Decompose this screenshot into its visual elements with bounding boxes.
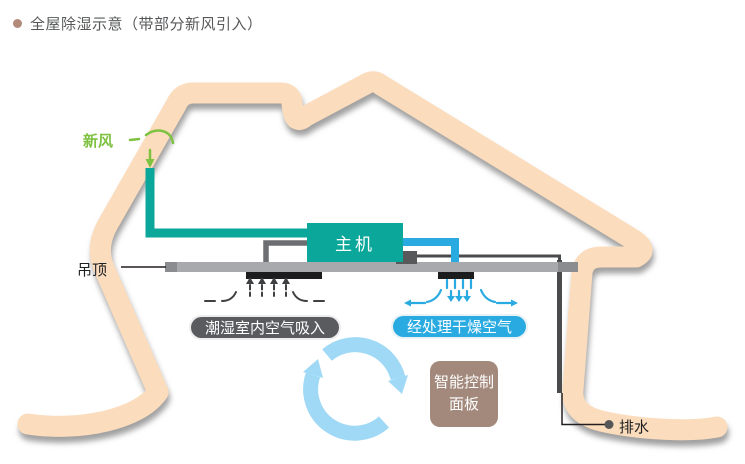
dry-air-pill: 经处理干燥空气	[391, 314, 528, 339]
humid-intake-label: 潮湿室内空气吸入	[204, 320, 325, 337]
intake-airflow-icon	[204, 277, 325, 302]
drain-leader-line	[561, 393, 605, 426]
main-unit-label: 主机	[335, 235, 375, 254]
supply-duct	[403, 238, 459, 271]
main-unit: 主机	[307, 223, 403, 262]
humid-intake-pill: 潮湿室内空气吸入	[189, 315, 341, 340]
circulation-arrows-icon	[303, 337, 408, 441]
ceiling-label: 吊顶	[77, 262, 108, 279]
page-title: 全屋除湿示意（带部分新风引入）	[13, 13, 263, 34]
fresh-air-duct	[145, 168, 307, 238]
drain-label: 排水	[619, 419, 650, 436]
drain-line	[416, 254, 561, 264]
control-panel: 智能控制 面板	[430, 361, 498, 427]
drain-point-dot	[604, 420, 614, 429]
house-outline	[17, 71, 728, 441]
control-panel-label-line1: 智能控制	[433, 374, 494, 392]
fresh-air-label: 新风	[83, 133, 114, 150]
intake-vent	[246, 272, 322, 279]
page-title-text: 全屋除湿示意（带部分新风引入）	[30, 16, 263, 33]
drain-pipe	[557, 260, 562, 393]
supply-airflow-icon	[404, 278, 518, 307]
fresh-air-arrow-icon	[128, 129, 175, 168]
dry-air-label: 经处理干燥空气	[406, 319, 512, 336]
ceiling-bar	[165, 262, 578, 272]
intake-duct	[263, 240, 307, 263]
title-bullet-icon	[13, 19, 22, 28]
supply-vent	[438, 272, 474, 279]
control-panel-label-line2: 面板	[448, 396, 479, 413]
